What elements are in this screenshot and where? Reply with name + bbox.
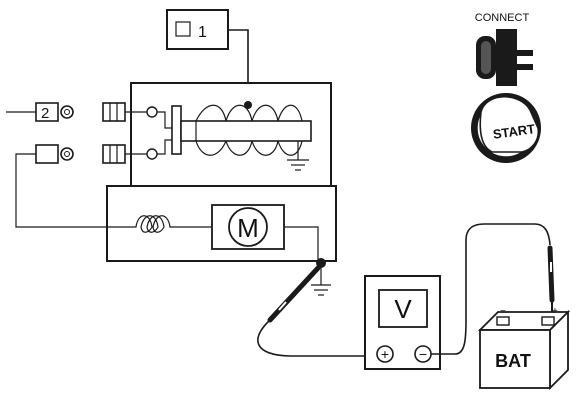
- connect-plug-icon: CONNECT: [475, 12, 533, 86]
- ground-symbol-icon: [311, 263, 331, 296]
- voltmeter: V + −: [364, 275, 441, 370]
- coil-junction: [244, 101, 252, 109]
- plunger: [180, 120, 312, 142]
- connector-3: [35, 144, 74, 164]
- connector-1: 1: [166, 9, 229, 50]
- connector-1-wire: [228, 29, 249, 105]
- connector-1-label: 1: [198, 24, 207, 41]
- motor-symbol: [228, 207, 268, 247]
- start-ignition-icon: START: [471, 93, 541, 163]
- voltmeter-plus: +: [381, 346, 389, 362]
- connect-label: CONNECT: [475, 12, 530, 24]
- svg-text:−: −: [500, 306, 506, 317]
- connector-2-label: 2: [41, 105, 49, 122]
- negative-probe: [267, 265, 321, 323]
- field-coil: [120, 215, 212, 233]
- voltmeter-minus: −: [419, 346, 427, 362]
- contact-wire-lower: [157, 139, 172, 155]
- negative-probe-lead: [257, 317, 375, 357]
- voltmeter-label: V: [394, 294, 412, 324]
- battery: − + BAT: [477, 306, 571, 391]
- connector-2: 2: [6, 102, 74, 122]
- svg-text:+: +: [552, 306, 558, 317]
- motor-ground-wire: [284, 226, 319, 260]
- solenoid-coil: [195, 104, 303, 156]
- contact-plate: [171, 105, 182, 155]
- solenoid-terminal-upper: [102, 102, 158, 122]
- battery-label: BAT: [495, 351, 531, 371]
- solenoid-terminal-lower: [102, 144, 158, 164]
- ground-symbol-icon: [287, 159, 309, 171]
- connector-3-wire: [15, 153, 120, 228]
- battery-probe-lead: [431, 223, 551, 355]
- start-label: START: [492, 121, 536, 142]
- battery-probe: [547, 245, 555, 315]
- contact-wire-upper: [157, 111, 172, 129]
- motor-label: M: [237, 213, 259, 243]
